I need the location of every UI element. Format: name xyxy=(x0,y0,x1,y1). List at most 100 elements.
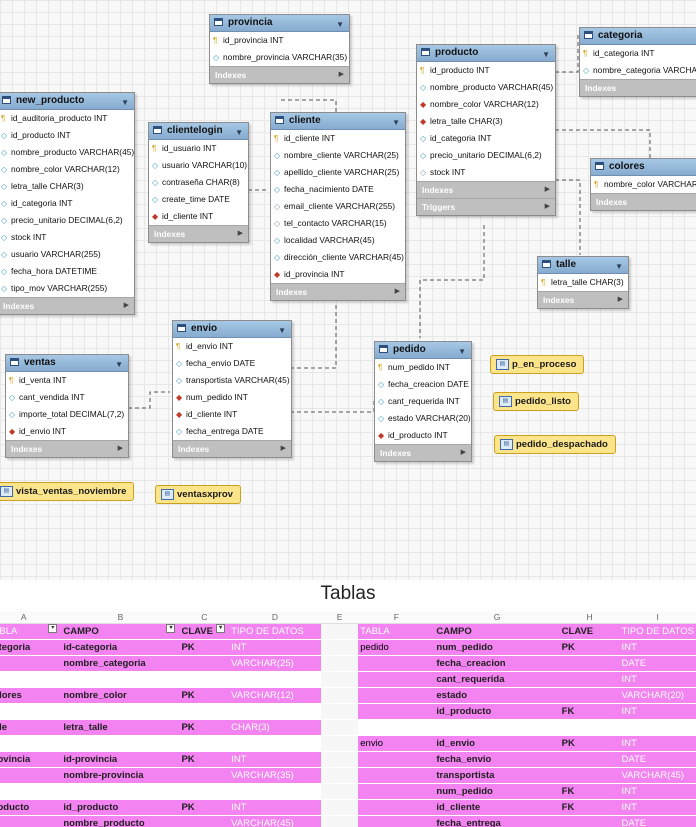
cell[interactable]: PK xyxy=(179,687,230,704)
cell[interactable] xyxy=(358,687,435,704)
column-row[interactable]: ◆id_cliente INT xyxy=(173,406,291,423)
table-header[interactable]: categoria▼ xyxy=(580,28,696,45)
cell[interactable] xyxy=(358,703,435,720)
cell[interactable]: INT xyxy=(619,799,696,816)
column-row[interactable]: ◇email_cliente VARCHAR(255) xyxy=(271,198,405,215)
column-row[interactable]: ¶id_cliente INT xyxy=(271,130,405,147)
empty-cell[interactable] xyxy=(0,783,62,800)
empty-cell[interactable] xyxy=(358,719,435,736)
cell[interactable] xyxy=(179,767,230,784)
column-letter[interactable]: H xyxy=(559,612,620,624)
cell[interactable]: producto xyxy=(0,799,62,816)
column-row[interactable]: ◇fecha_creacion DATE xyxy=(375,376,471,393)
cell[interactable] xyxy=(358,815,435,827)
cell[interactable]: estado xyxy=(434,687,560,704)
cell[interactable] xyxy=(358,799,435,816)
column-row[interactable]: ¶id_venta INT xyxy=(6,372,128,389)
cell[interactable]: VARCHAR(35) xyxy=(229,767,321,784)
empty-cell[interactable] xyxy=(229,671,321,688)
column-row[interactable]: ◇tel_contacto VARCHAR(15) xyxy=(271,215,405,232)
empty-cell[interactable] xyxy=(619,719,696,736)
column-row[interactable]: ◇apellido_cliente VARCHAR(25) xyxy=(271,164,405,181)
table-pedido[interactable]: pedido▼ ¶num_pedido INT◇fecha_creacion D… xyxy=(374,341,472,462)
column-row[interactable]: ◇id_producto INT xyxy=(0,127,134,144)
column-row[interactable]: ◆id_producto INT xyxy=(375,427,471,444)
table-header[interactable]: pedido▼ xyxy=(375,342,471,359)
view-pedido-despachado[interactable]: ▤pedido_despachado xyxy=(494,435,616,454)
cell[interactable]: CHAR(3) xyxy=(229,719,321,736)
expand-icon[interactable]: ▶ xyxy=(280,445,286,452)
cell[interactable]: DATE xyxy=(619,655,696,672)
table-new-producto[interactable]: new_producto▼ ¶id_auditoria_producto INT… xyxy=(0,92,135,315)
cell[interactable]: id_cliente xyxy=(434,799,560,816)
header-cell[interactable]: CAMPO xyxy=(434,623,560,640)
column-row[interactable]: ◇fecha_hora DATETIME xyxy=(0,263,134,280)
empty-cell[interactable] xyxy=(320,671,359,688)
empty-cell[interactable] xyxy=(320,687,359,704)
column-row[interactable]: ◇nombre_producto VARCHAR(45) xyxy=(0,144,134,161)
sheet-row[interactable]: provinciaid-provinciaPKINTfecha_envioDAT… xyxy=(0,751,696,768)
cell[interactable]: nombre-provincia xyxy=(61,767,180,784)
column-row[interactable]: ◆num_pedido INT xyxy=(173,389,291,406)
expand-icon[interactable]: ▶ xyxy=(544,203,550,210)
table-header[interactable]: ventas▼ xyxy=(6,355,128,372)
column-row[interactable]: ◇fecha_entrega DATE xyxy=(173,423,291,440)
cell[interactable] xyxy=(179,815,230,827)
cell[interactable]: fecha_envio xyxy=(434,751,560,768)
cell[interactable] xyxy=(358,751,435,768)
cell[interactable]: id-categoria xyxy=(61,639,180,656)
cell[interactable] xyxy=(0,815,62,827)
column-letter[interactable]: F xyxy=(358,612,435,624)
cell[interactable]: pedido xyxy=(358,639,435,656)
indexes-section[interactable]: Indexes▶ xyxy=(210,66,349,83)
sheet-row[interactable]: coloresnombre_colorPKVARCHAR(12)estadoVA… xyxy=(0,687,696,704)
cell[interactable]: PK xyxy=(179,719,230,736)
column-row[interactable]: ¶id_envio INT xyxy=(173,338,291,355)
header-cell[interactable]: TABLA xyxy=(358,623,435,640)
column-row[interactable]: ◆id_provincia INT xyxy=(271,266,405,283)
cell[interactable]: talle xyxy=(0,719,62,736)
cell[interactable]: INT xyxy=(229,799,321,816)
cell[interactable] xyxy=(559,815,620,827)
column-row[interactable]: ◇estado VARCHAR(20) xyxy=(375,410,471,427)
column-letter[interactable]: E xyxy=(320,612,359,624)
column-row[interactable]: ◇dirección_cliente VARCHAR(45) xyxy=(271,249,405,266)
cell[interactable]: DATE xyxy=(619,751,696,768)
indexes-section[interactable]: Indexes▶ xyxy=(538,291,628,308)
empty-cell[interactable] xyxy=(320,703,359,720)
empty-cell[interactable] xyxy=(0,735,62,752)
table-cliente[interactable]: cliente▼ ¶id_cliente INT◇nombre_cliente … xyxy=(270,112,406,301)
cell[interactable]: VARCHAR(45) xyxy=(229,815,321,827)
collapse-icon[interactable]: ▼ xyxy=(336,20,344,29)
expand-icon[interactable]: ▶ xyxy=(338,71,344,78)
table-header[interactable]: cliente▼ xyxy=(271,113,405,130)
empty-cell[interactable] xyxy=(179,703,230,720)
cell[interactable]: INT xyxy=(619,783,696,800)
table-header[interactable]: clientelogin▼ xyxy=(149,123,248,140)
table-producto[interactable]: producto▼ ¶id_producto INT◇nombre_produc… xyxy=(416,44,556,216)
indexes-section[interactable]: Indexes▶ xyxy=(6,440,128,457)
column-row[interactable]: ◇fecha_envio DATE xyxy=(173,355,291,372)
empty-cell[interactable] xyxy=(320,815,359,827)
column-letter[interactable]: B xyxy=(61,612,180,624)
cell[interactable]: id_producto xyxy=(434,703,560,720)
cell[interactable]: fecha_creacion xyxy=(434,655,560,672)
cell[interactable] xyxy=(0,767,62,784)
expand-icon[interactable]: ▶ xyxy=(617,296,623,303)
empty-cell[interactable] xyxy=(229,703,321,720)
cell[interactable]: colores xyxy=(0,687,62,704)
empty-cell[interactable] xyxy=(320,735,359,752)
column-row[interactable]: ◇nombre_categoria VARCHAR(25) xyxy=(580,62,696,79)
spreadsheet-table[interactable]: ABCDEFGHITABLA▾CAMPO▾CLAVE▾TIPO DE DATOS… xyxy=(0,612,696,827)
empty-cell[interactable] xyxy=(320,799,359,816)
cell[interactable]: nombre_color xyxy=(61,687,180,704)
cell[interactable]: PK xyxy=(559,735,620,752)
filter-dropdown-icon[interactable]: ▾ xyxy=(166,624,176,633)
column-row[interactable]: ◇cant_vendida INT xyxy=(6,389,128,406)
collapse-icon[interactable]: ▼ xyxy=(542,50,550,59)
expand-icon[interactable]: ▶ xyxy=(394,288,400,295)
column-row[interactable]: ¶id_categoria INT xyxy=(580,45,696,62)
empty-cell[interactable] xyxy=(229,783,321,800)
